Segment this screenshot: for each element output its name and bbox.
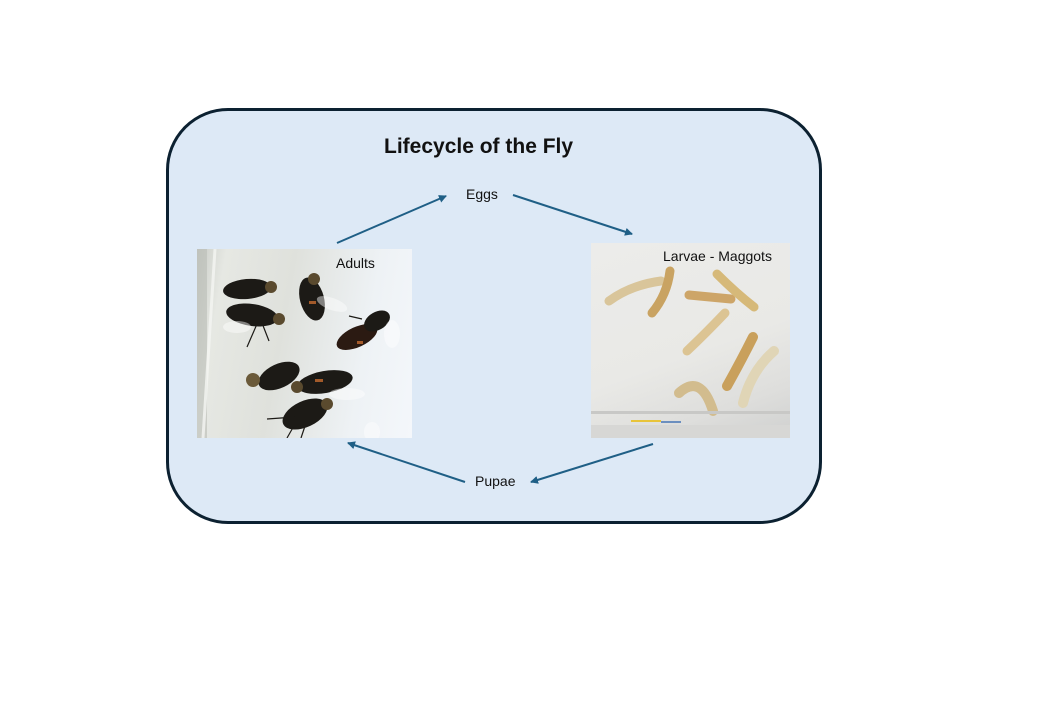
- larvae-photo: Larvae - Maggots: [591, 243, 790, 438]
- arrow-pupae-to-adults: [347, 441, 466, 483]
- diagram-title: Lifecycle of the Fly: [384, 135, 574, 158]
- arrow-larvae-to-pupae: [530, 443, 654, 484]
- adults-photo: Adults: [197, 249, 412, 438]
- flies-illustration: [197, 249, 400, 438]
- stage-label-eggs: Eggs: [466, 186, 498, 202]
- stage-label-adults: Adults: [336, 255, 375, 271]
- maggots-illustration: [591, 266, 790, 438]
- arrow-adults-to-eggs: [336, 195, 447, 244]
- arrow-eggs-to-larvae: [512, 194, 633, 236]
- stage-label-pupae: Pupae: [475, 473, 516, 489]
- stage-label-larvae: Larvae - Maggots: [663, 248, 772, 264]
